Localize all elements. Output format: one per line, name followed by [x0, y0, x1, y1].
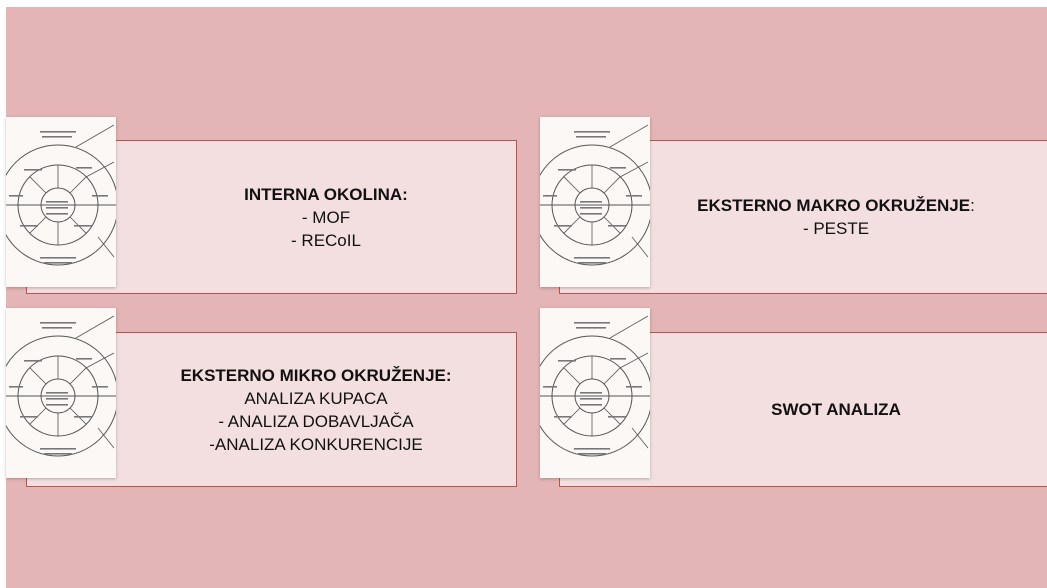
card-item: - ANALIZA DOBAVLJAČA	[218, 411, 414, 431]
diagonal-line	[97, 427, 115, 449]
segment-line	[603, 176, 621, 194]
label-scribble	[44, 262, 72, 264]
label-scribble	[574, 257, 610, 259]
label-scribble	[46, 207, 68, 209]
card-title: EKSTERNO MIKRO OKRUŽENJE:	[180, 365, 452, 385]
label-scribble	[40, 131, 76, 133]
diagonal-line	[97, 236, 115, 258]
label-scribble	[24, 169, 42, 171]
outer-ring	[6, 335, 116, 457]
label-scribble	[574, 448, 610, 450]
environment-dimensions-diagram-icon	[6, 308, 116, 478]
label-scribble	[20, 225, 38, 227]
label-scribble	[580, 201, 602, 203]
diagonal-line	[609, 124, 649, 148]
diagonal-line	[609, 315, 649, 339]
label-scribble	[46, 213, 68, 215]
label-scribble	[580, 392, 602, 394]
label-scribble	[610, 167, 626, 169]
card-title: INTERNA OKOLINA:	[244, 184, 408, 204]
card-item: -ANALIZA KONKURENCIJE	[209, 434, 423, 454]
diagonal-line	[619, 161, 649, 178]
label-scribble	[40, 448, 76, 450]
segment-line	[563, 176, 581, 194]
label-scribble	[76, 167, 92, 169]
label-scribble	[626, 195, 642, 197]
diagonal-line	[631, 236, 649, 258]
label-scribble	[42, 136, 72, 138]
outer-ring	[540, 335, 650, 457]
label-scribble	[42, 327, 72, 329]
label-scribble	[578, 453, 606, 455]
label-scribble	[74, 416, 92, 418]
diagonal-line	[75, 315, 115, 339]
label-scribble	[576, 136, 606, 138]
card-item: ANALIZA KUPACA	[244, 388, 388, 408]
label-scribble	[626, 386, 642, 388]
label-scribble	[92, 195, 108, 197]
label-scribble	[92, 386, 108, 388]
label-scribble	[576, 327, 606, 329]
label-scribble	[44, 453, 72, 455]
label-scribble	[580, 213, 602, 215]
segment-line	[69, 176, 87, 194]
label-scribble	[74, 225, 92, 227]
card-item: - PESTE	[802, 219, 870, 238]
environment-dimensions-diagram-icon	[540, 117, 650, 287]
label-scribble	[40, 257, 76, 259]
label-scribble	[554, 225, 572, 227]
label-scribble	[9, 195, 23, 197]
diagonal-line	[85, 352, 115, 369]
diagonal-line	[85, 161, 115, 178]
segment-line	[603, 367, 621, 385]
environment-dimensions-diagram-icon	[540, 308, 650, 478]
label-scribble	[20, 416, 38, 418]
label-scribble	[46, 392, 68, 394]
label-scribble	[46, 404, 68, 406]
label-scribble	[574, 131, 610, 133]
outer-ring	[540, 144, 650, 266]
label-scribble	[543, 195, 557, 197]
card-eksterno-mikro-text: EKSTERNO MIKRO OKRUŽENJE: ANALIZA KUPACA…	[146, 332, 486, 487]
card-title: SWOT ANALIZA	[771, 400, 901, 419]
label-scribble	[554, 416, 572, 418]
label-scribble	[46, 398, 68, 400]
slide-background: INTERNA OKOLINA: - MOF - RECoIL EKSTERNO…	[6, 7, 1047, 588]
label-scribble	[574, 322, 610, 324]
environment-dimensions-diagram-icon	[6, 117, 116, 287]
label-scribble	[580, 207, 602, 209]
label-scribble	[608, 225, 626, 227]
segment-line	[69, 367, 87, 385]
segment-line	[563, 367, 581, 385]
label-scribble	[578, 262, 606, 264]
label-scribble	[580, 404, 602, 406]
label-scribble	[610, 358, 626, 360]
label-scribble	[543, 386, 557, 388]
card-item: - MOF	[301, 207, 351, 227]
card-item: - RECoIL	[291, 230, 361, 250]
outer-ring	[6, 144, 116, 266]
label-scribble	[580, 398, 602, 400]
diagonal-line	[619, 352, 649, 369]
label-scribble	[40, 322, 76, 324]
card-title-suffix: :	[970, 196, 975, 215]
segment-line	[29, 176, 47, 194]
card-title: EKSTERNO MAKRO OKRUŽENJE	[697, 196, 971, 215]
card-swot-analiza-text: SWOT ANALIZA	[666, 332, 1006, 487]
card-interna-okolina-text: INTERNA OKOLINA: - MOF - RECoIL	[176, 140, 476, 294]
label-scribble	[46, 201, 68, 203]
label-scribble	[558, 169, 576, 171]
label-scribble	[558, 360, 576, 362]
diagonal-line	[631, 427, 649, 449]
diagonal-line	[75, 124, 115, 148]
card-eksterno-makro-text: EKSTERNO MAKRO OKRUŽENJE: - PESTE	[666, 140, 1006, 294]
segment-line	[29, 367, 47, 385]
label-scribble	[76, 358, 92, 360]
label-scribble	[24, 360, 42, 362]
label-scribble	[9, 386, 23, 388]
label-scribble	[608, 416, 626, 418]
